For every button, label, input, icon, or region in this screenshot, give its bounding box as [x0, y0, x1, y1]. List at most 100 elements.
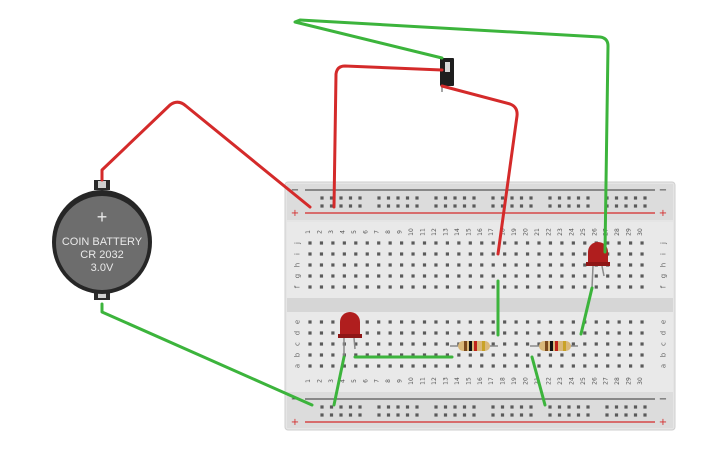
breadboard-hole[interactable]	[480, 252, 484, 256]
breadboard-hole[interactable]	[491, 353, 495, 357]
breadboard-hole[interactable]	[386, 196, 391, 200]
breadboard-hole[interactable]	[571, 274, 575, 278]
breadboard-hole[interactable]	[472, 204, 476, 208]
breadboard-hole[interactable]	[548, 405, 552, 409]
breadboard-hole[interactable]	[491, 241, 495, 245]
breadboard-hole[interactable]	[576, 204, 581, 208]
breadboard-hole[interactable]	[643, 413, 647, 417]
breadboard-hole[interactable]	[354, 364, 358, 368]
breadboard-hole[interactable]	[422, 241, 427, 245]
breadboard-hole[interactable]	[614, 196, 619, 200]
breadboard-hole[interactable]	[537, 320, 541, 324]
breadboard-hole[interactable]	[480, 285, 484, 289]
breadboard-hole[interactable]	[415, 196, 419, 200]
breadboard-hole[interactable]	[468, 353, 472, 357]
breadboard-hole[interactable]	[396, 204, 400, 208]
breadboard-hole[interactable]	[514, 320, 518, 324]
breadboard-hole[interactable]	[445, 285, 449, 289]
breadboard-hole[interactable]	[348, 405, 353, 409]
breadboard-hole[interactable]	[365, 263, 369, 267]
breadboard-hole[interactable]	[400, 263, 404, 267]
breadboard-hole[interactable]	[354, 263, 358, 267]
breadboard-hole[interactable]	[434, 353, 438, 357]
breadboard-hole[interactable]	[377, 413, 381, 417]
breadboard-hole[interactable]	[560, 320, 564, 324]
breadboard-hole[interactable]	[503, 320, 507, 324]
breadboard-hole[interactable]	[583, 241, 587, 245]
breadboard-hole[interactable]	[434, 413, 438, 417]
breadboard-hole[interactable]	[462, 204, 467, 208]
led-left[interactable]	[338, 312, 362, 357]
breadboard-hole[interactable]	[480, 353, 484, 357]
breadboard-hole[interactable]	[445, 274, 449, 278]
breadboard-hole[interactable]	[411, 241, 415, 245]
breadboard-hole[interactable]	[377, 405, 381, 409]
breadboard-hole[interactable]	[640, 252, 644, 256]
breadboard-hole[interactable]	[339, 405, 343, 409]
breadboard-hole[interactable]	[537, 342, 541, 346]
breadboard-hole[interactable]	[400, 274, 404, 278]
breadboard-hole[interactable]	[640, 353, 644, 357]
breadboard-hole[interactable]	[548, 320, 553, 324]
breadboard-hole[interactable]	[594, 320, 598, 324]
breadboard-hole[interactable]	[510, 196, 514, 200]
breadboard-hole[interactable]	[434, 405, 438, 409]
breadboard-hole[interactable]	[411, 353, 415, 357]
breadboard-hole[interactable]	[434, 331, 438, 335]
breadboard-hole[interactable]	[586, 405, 590, 409]
breadboard-hole[interactable]	[510, 413, 514, 417]
breadboard-hole[interactable]	[342, 241, 346, 245]
breadboard-hole[interactable]	[629, 320, 633, 324]
breadboard-hole[interactable]	[624, 204, 628, 208]
led-right[interactable]	[586, 242, 610, 289]
switch-slider[interactable]	[445, 62, 450, 72]
breadboard-hole[interactable]	[629, 263, 633, 267]
breadboard-hole[interactable]	[331, 285, 335, 289]
breadboard-hole[interactable]	[617, 241, 621, 245]
breadboard-hole[interactable]	[525, 285, 530, 289]
breadboard-hole[interactable]	[411, 252, 415, 256]
breadboard-hole[interactable]	[365, 285, 369, 289]
breadboard-hole[interactable]	[643, 196, 647, 200]
breadboard-hole[interactable]	[331, 274, 335, 278]
breadboard-hole[interactable]	[491, 413, 495, 417]
breadboard-hole[interactable]	[586, 413, 590, 417]
breadboard-hole[interactable]	[453, 196, 457, 200]
breadboard-hole[interactable]	[308, 342, 312, 346]
wire-battery-positive[interactable]	[100, 100, 312, 209]
breadboard-hole[interactable]	[377, 241, 381, 245]
breadboard-hole[interactable]	[386, 405, 391, 409]
breadboard-hole[interactable]	[617, 285, 621, 289]
breadboard-hole[interactable]	[537, 274, 541, 278]
breadboard-hole[interactable]	[462, 196, 467, 200]
breadboard-hole[interactable]	[624, 196, 628, 200]
breadboard-hole[interactable]	[342, 274, 346, 278]
breadboard-hole[interactable]	[308, 320, 312, 324]
breadboard-hole[interactable]	[405, 204, 410, 208]
breadboard-hole[interactable]	[571, 364, 575, 368]
breadboard-hole[interactable]	[629, 252, 633, 256]
breadboard-hole[interactable]	[567, 204, 571, 208]
breadboard-hole[interactable]	[331, 320, 335, 324]
breadboard-hole[interactable]	[434, 285, 438, 289]
breadboard-hole[interactable]	[365, 274, 369, 278]
breadboard-hole[interactable]	[400, 364, 404, 368]
breadboard-hole[interactable]	[614, 413, 619, 417]
breadboard-hole[interactable]	[453, 413, 457, 417]
breadboard-hole[interactable]	[548, 263, 553, 267]
breadboard-hole[interactable]	[422, 263, 427, 267]
breadboard-hole[interactable]	[500, 204, 505, 208]
breadboard-hole[interactable]	[525, 331, 530, 335]
breadboard-hole[interactable]	[445, 241, 449, 245]
breadboard-hole[interactable]	[319, 331, 324, 335]
breadboard-hole[interactable]	[457, 364, 461, 368]
breadboard-hole[interactable]	[339, 196, 343, 200]
breadboard-hole[interactable]	[606, 342, 610, 346]
breadboard-hole[interactable]	[365, 353, 369, 357]
breadboard-hole[interactable]	[457, 353, 461, 357]
breadboard-hole[interactable]	[510, 204, 514, 208]
breadboard-hole[interactable]	[503, 274, 507, 278]
breadboard-hole[interactable]	[640, 263, 644, 267]
breadboard-hole[interactable]	[348, 196, 353, 200]
breadboard-hole[interactable]	[445, 263, 449, 267]
